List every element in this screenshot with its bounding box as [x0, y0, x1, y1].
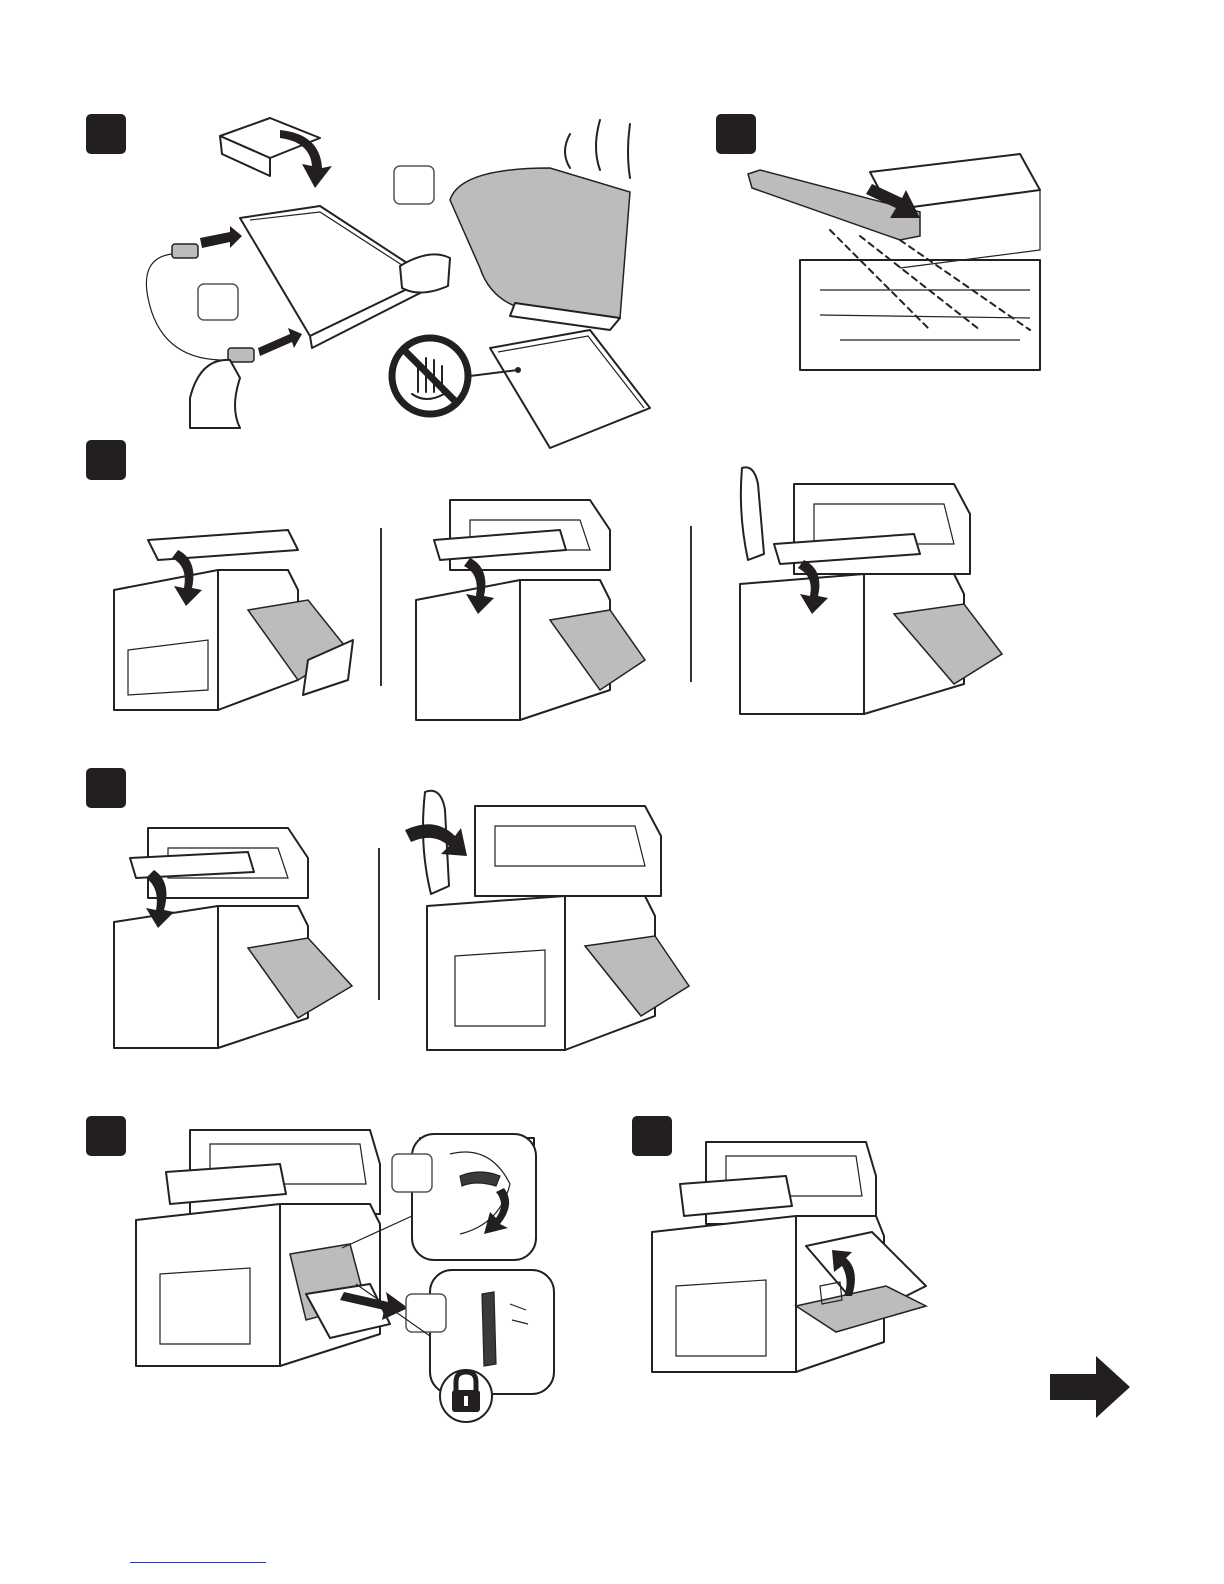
close-cover-mfp-illustration [108, 822, 353, 1050]
close-top-cover-mfp-illustration [410, 490, 645, 725]
close-cover-large-mfp-illustration [405, 786, 690, 1056]
insert-waste-container-illustration [130, 1124, 560, 1424]
sub-step-a-box [392, 1154, 432, 1192]
close-side-door-illustration [646, 1136, 936, 1376]
step-badge-5 [86, 1116, 126, 1156]
install-transfer-belt-illustration [740, 140, 1050, 370]
sub-step-a-box [198, 284, 238, 320]
right-arrow-icon[interactable] [1050, 1356, 1130, 1418]
step-badge-1 [86, 114, 126, 154]
lock-icon [440, 1370, 492, 1422]
close-top-cover-large-mfp-illustration [734, 464, 1004, 726]
sub-step-b-box [394, 166, 434, 204]
divider-3a [380, 528, 382, 686]
divider-3b [690, 526, 692, 682]
footer-link-underline [130, 1562, 266, 1563]
close-top-cover-printer-illustration [108, 530, 353, 715]
step-badge-3 [86, 440, 126, 480]
unpack-transfer-belt-illustration [130, 108, 670, 458]
step-badge-4 [86, 768, 126, 808]
no-touch-hand-icon [392, 338, 468, 414]
divider-4 [378, 848, 380, 1000]
sub-step-b-box [406, 1294, 446, 1332]
